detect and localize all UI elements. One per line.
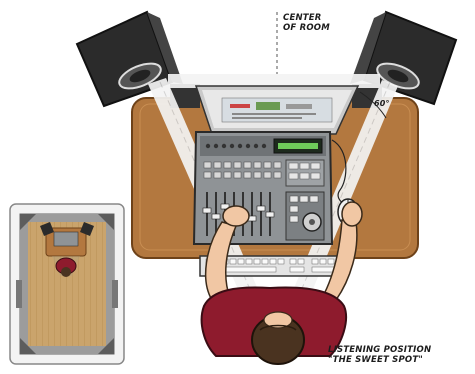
center-label-line1: CENTER (283, 13, 330, 23)
angle-label: 60° (374, 99, 390, 108)
computer-monitor-icon (196, 86, 358, 134)
center-label-line2: OF ROOM (283, 23, 330, 33)
center-of-room-label: CENTER OF ROOM (283, 13, 330, 33)
mixing-console-icon (194, 132, 332, 244)
listening-position-label: LISTENING POSITION "THE SWEET SPOT" (328, 345, 431, 365)
room-floorplan-inset (10, 204, 124, 364)
listening-label-line2: "THE SWEET SPOT" (328, 355, 431, 365)
listening-label-line1: LISTENING POSITION (328, 345, 431, 355)
